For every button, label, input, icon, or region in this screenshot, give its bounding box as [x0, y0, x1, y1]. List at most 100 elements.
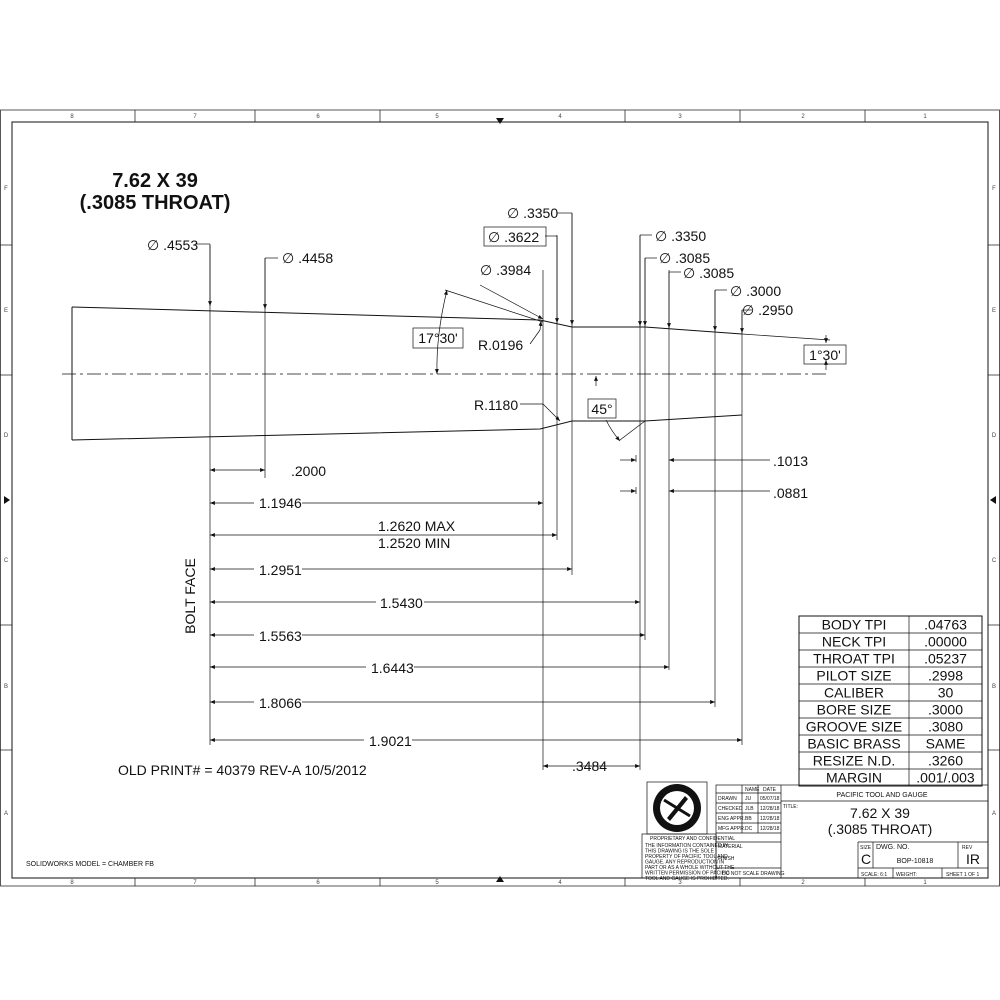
length-15430-label: 1.5430: [380, 595, 423, 611]
title-block-size-value: C: [861, 851, 871, 867]
spec-table-value: .001/.003: [916, 770, 975, 786]
zone-column-label: 7: [193, 114, 197, 120]
title-block-rev-value: IR: [966, 851, 980, 867]
spec-table-value: .2998: [928, 668, 963, 684]
approval-name: BB: [745, 816, 752, 822]
title-block-size-label: SIZE: [860, 845, 872, 851]
leade-angle-label: 1°30': [809, 347, 841, 363]
radius-1180-label: R.1180: [474, 397, 518, 413]
shoulder-angle-construction: [434, 289, 544, 375]
spec-table-label: BORE SIZE: [817, 702, 892, 718]
zone-column-label: 1: [923, 114, 927, 120]
zone-column-labels-bottom: 8 7 6 5 4 3 2 1: [70, 880, 927, 886]
solidworks-model-note: SOLIDWORKS MODEL = CHAMBER FB: [26, 861, 154, 868]
zone-column-label: 2: [801, 114, 805, 120]
zone-column-label: 4: [558, 880, 562, 886]
leade-angle-box: [803, 344, 847, 365]
spec-table-label: CALIBER: [824, 685, 884, 701]
title-block-name-header: NAME: [745, 787, 760, 793]
throat-angle-construction: [594, 376, 646, 442]
approval-date: 12/28/18: [760, 816, 780, 822]
diameter-3622-box: [483, 226, 547, 247]
spec-table-value: .3000: [928, 702, 963, 718]
drawing-title-line2: (.3085 THROAT): [80, 192, 231, 214]
bolt-face-label: BOLT FACE: [182, 558, 198, 634]
approval-date: 12/28/18: [760, 826, 780, 832]
diameter-3000-label: ∅ .3000: [730, 283, 781, 299]
spec-table-label: RESIZE N.D.: [813, 753, 895, 769]
zone-row-label: A: [992, 811, 996, 817]
zone-column-label: 8: [70, 880, 74, 886]
approval-date: 12/28/18: [760, 806, 780, 812]
title-block-title-line2: (.3085 THROAT): [828, 821, 933, 837]
approval-date: 05/07/18: [760, 796, 780, 802]
diameter-4553-label: ∅ .4553: [147, 237, 198, 253]
zone-row-label: D: [992, 433, 997, 439]
diameter-3085-throat-label: ∅ .3085: [659, 250, 710, 266]
spec-table-value: .3080: [928, 719, 963, 735]
approval-name: JLB: [745, 806, 754, 812]
length-12951-label: 1.2951: [259, 562, 302, 578]
radius-leaders: [520, 320, 561, 422]
leade-angle-construction: [741, 333, 831, 370]
drawing-title-line1: 7.62 X 39: [112, 170, 198, 192]
throat-angle-box: [587, 398, 617, 419]
shoulder-angle-label: 17°30': [418, 330, 457, 346]
centering-marks: [4, 118, 996, 882]
spec-table-label: NECK TPI: [822, 634, 886, 650]
zone-column-label: 6: [316, 114, 320, 120]
title-block-do-not-scale: DO NOT SCALE DRAWING: [722, 871, 785, 877]
spec-table-label: BODY TPI: [822, 617, 887, 633]
spec-table-label: BASIC BRASS: [807, 736, 900, 752]
title-block-date-header: DATE: [763, 787, 777, 793]
title-block: [715, 784, 989, 879]
length-1013-label: .1013: [773, 453, 808, 469]
length-0881-label: .0881: [773, 485, 808, 501]
diameter-leaders: [195, 212, 752, 333]
zone-row-label: B: [4, 684, 8, 690]
zone-row-label: A: [4, 811, 8, 817]
zone-row-label: F: [992, 186, 996, 192]
length-2000-label: .2000: [291, 463, 326, 479]
proprietary-notice: PROPRIETARY AND CONFIDENTIAL THE INFORMA…: [641, 833, 735, 882]
zone-row-label: F: [4, 186, 8, 192]
chamber-profile: [71, 306, 743, 441]
zone-ticks: [0, 110, 1000, 886]
approval-role: MFG APPR.: [718, 826, 745, 832]
zone-row-label: E: [992, 308, 996, 314]
zone-column-label: 4: [558, 114, 562, 120]
zone-column-label: 3: [678, 880, 682, 886]
spec-table-value: .05237: [924, 651, 967, 667]
zone-column-label: 7: [193, 880, 197, 886]
length-11946-label: 1.1946: [259, 495, 302, 511]
zone-column-label: 1: [923, 880, 927, 886]
approval-role: DRAWN: [718, 796, 737, 802]
zone-column-label: 2: [801, 880, 805, 886]
length-3484-label: .3484: [572, 758, 607, 774]
title-block-dwg-label: DWG. NO.: [876, 844, 909, 851]
approval-role: ENG APPR.: [718, 816, 745, 822]
length-18066-label: 1.8066: [259, 695, 302, 711]
spec-table-label: PILOT SIZE: [816, 668, 891, 684]
zone-row-label: C: [992, 558, 997, 564]
title-block-weight: WEIGHT:: [896, 872, 917, 878]
diameter-4458-label: ∅ .4458: [282, 250, 333, 266]
zone-column-label: 6: [316, 880, 320, 886]
zone-column-label: 5: [435, 880, 439, 886]
shoulder-angle-box: [412, 327, 464, 349]
approval-role: CHECKED: [718, 806, 743, 812]
diameter-2950-label: ∅ .2950: [742, 302, 793, 318]
title-block-finish: FINISH: [718, 856, 735, 862]
title-block-sheet: SHEET 1 OF 1: [946, 872, 979, 878]
spec-table-label: MARGIN: [826, 770, 882, 786]
zone-column-label: 5: [435, 114, 439, 120]
spec-table-value: SAME: [926, 736, 966, 752]
zone-column-label: 8: [70, 114, 74, 120]
title-block-material: MATERIAL: [718, 844, 743, 850]
diameter-3622-label: ∅ .3622: [488, 229, 539, 245]
zone-row-label: C: [4, 558, 9, 564]
approval-name: DC: [745, 826, 753, 832]
spec-table-label: GROOVE SIZE: [806, 719, 902, 735]
